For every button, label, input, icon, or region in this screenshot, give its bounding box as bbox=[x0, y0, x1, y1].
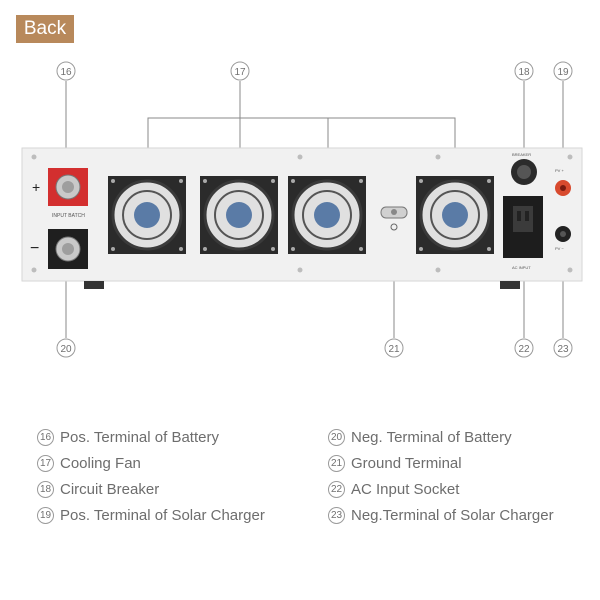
callout-23-circle bbox=[553, 338, 573, 358]
foot-right bbox=[500, 281, 520, 289]
solar-neg-terminal bbox=[555, 226, 571, 242]
ground-terminal bbox=[380, 206, 408, 231]
breaker-label: BREAKER bbox=[512, 152, 531, 157]
legend-text: Pos. Terminal of Battery bbox=[60, 428, 219, 446]
legend-number-badge: 19 bbox=[37, 506, 54, 524]
legend-text: AC Input Socket bbox=[351, 480, 460, 498]
legend-number-badge: 20 bbox=[328, 428, 345, 446]
callout-19: 19 bbox=[557, 67, 569, 78]
callout-18: 18 bbox=[518, 67, 530, 78]
legend-item: 23 Neg.Terminal of Solar Charger bbox=[328, 502, 554, 528]
fan-1 bbox=[108, 176, 186, 254]
fan-4 bbox=[416, 176, 494, 254]
legend-text: Neg.Terminal of Solar Charger bbox=[351, 506, 554, 524]
cooling-fans bbox=[108, 176, 494, 254]
solar-neg-label: PV − bbox=[555, 246, 564, 251]
back-button[interactable]: Back bbox=[16, 15, 74, 43]
callout-16-circle bbox=[56, 61, 76, 81]
legend-item: 17 Cooling Fan bbox=[37, 450, 265, 476]
callout-circles bbox=[56, 61, 573, 358]
legend-item: 16 Pos. Terminal of Battery bbox=[37, 424, 265, 450]
callout-20-circle bbox=[56, 338, 76, 358]
legend-item: 18 Circuit Breaker bbox=[37, 476, 265, 502]
legend-number-badge: 22 bbox=[328, 480, 345, 498]
pos-battery-terminal bbox=[48, 168, 88, 206]
legend-number-badge: 21 bbox=[328, 454, 345, 472]
callout-17: 17 bbox=[234, 67, 246, 78]
legend-number-badge: 18 bbox=[37, 480, 54, 498]
legend-number-badge: 17 bbox=[37, 454, 54, 472]
callout-labels: 16 17 18 19 20 21 22 23 bbox=[60, 67, 569, 355]
neg-battery-terminal bbox=[48, 229, 88, 269]
callout-18-circle bbox=[514, 61, 534, 81]
callout-21: 21 bbox=[388, 344, 400, 355]
callout-17-circle bbox=[230, 61, 250, 81]
ac-input-socket bbox=[503, 196, 543, 258]
ac-input-label: AC INPUT bbox=[512, 265, 531, 270]
legend-number-badge: 16 bbox=[37, 428, 54, 446]
solar-pos-label: PV + bbox=[555, 168, 564, 173]
legend-text: Neg. Terminal of Battery bbox=[351, 428, 512, 446]
callout-22-circle bbox=[514, 338, 534, 358]
panel-screws bbox=[31, 154, 573, 273]
legend-item: 22 AC Input Socket bbox=[328, 476, 554, 502]
legend-number-badge: 23 bbox=[328, 506, 345, 524]
callout-23: 23 bbox=[557, 344, 569, 355]
callout-22: 22 bbox=[518, 344, 530, 355]
legend-left: 16 Pos. Terminal of Battery 17 Cooling F… bbox=[37, 424, 265, 528]
legend-text: Pos. Terminal of Solar Charger bbox=[60, 506, 265, 524]
plus-sign: + bbox=[32, 179, 40, 195]
fan-2 bbox=[200, 176, 278, 254]
input-batch-label: INPUT BATCH bbox=[52, 213, 85, 219]
callout-19-circle bbox=[553, 61, 573, 81]
legend-right: 20 Neg. Terminal of Battery 21 Ground Te… bbox=[328, 424, 554, 528]
callout-21-circle bbox=[384, 338, 404, 358]
legend-text: Circuit Breaker bbox=[60, 480, 160, 498]
legend-text: Ground Terminal bbox=[351, 454, 462, 472]
solar-pos-terminal bbox=[555, 180, 571, 196]
minus-sign: − bbox=[30, 240, 39, 257]
legend-item: 19 Pos. Terminal of Solar Charger bbox=[37, 502, 265, 528]
callout-16: 16 bbox=[60, 67, 72, 78]
fan-3 bbox=[288, 176, 366, 254]
legend-text: Cooling Fan bbox=[60, 454, 141, 472]
circuit-breaker bbox=[511, 159, 537, 185]
foot-left bbox=[84, 281, 104, 289]
legend-item: 20 Neg. Terminal of Battery bbox=[328, 424, 554, 450]
legend-item: 21 Ground Terminal bbox=[328, 450, 554, 476]
callout-20: 20 bbox=[60, 344, 72, 355]
